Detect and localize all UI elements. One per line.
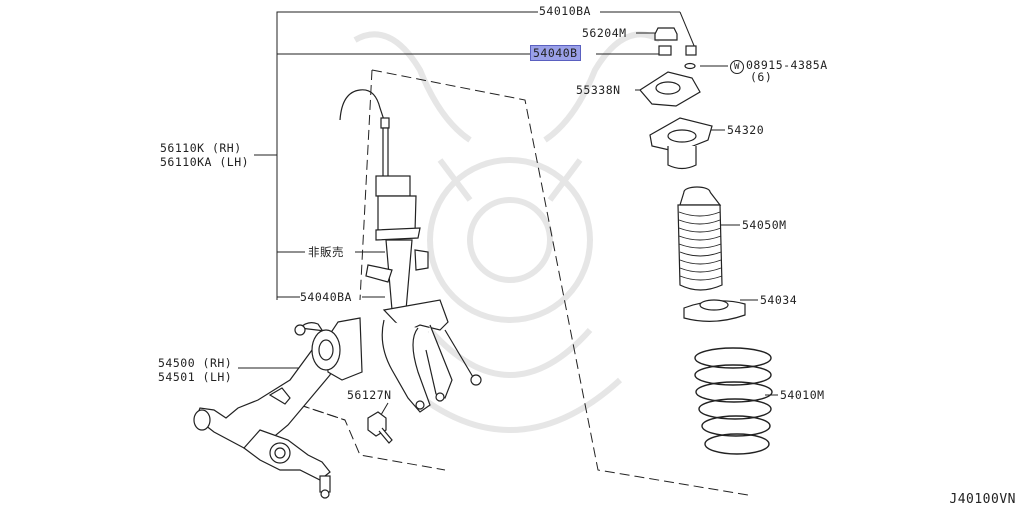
steering-knuckle: [381, 299, 482, 413]
washer-marker-icon: W: [730, 60, 744, 74]
label-spring-seat[interactable]: 54034: [760, 293, 798, 307]
label-strut-lh[interactable]: 56110KA (LH): [160, 155, 250, 169]
insulator-seat: [639, 71, 701, 107]
link-bolt: [367, 411, 393, 444]
label-strut-rh[interactable]: 56110K (RH): [160, 141, 242, 155]
label-strut-mount[interactable]: 54320: [727, 123, 765, 137]
label-insulator-seat[interactable]: 55338N: [576, 83, 621, 97]
bound-bumper: [677, 186, 723, 291]
top-hardware: [654, 27, 697, 70]
label-selected-part[interactable]: 54040B: [530, 45, 581, 61]
label-not-for-sale: 非販売: [308, 245, 344, 259]
strut-body: [339, 89, 429, 311]
label-knuckle[interactable]: 54040BA: [300, 290, 352, 304]
diagram-code: J40100VN: [949, 492, 1016, 507]
label-arm-lh[interactable]: 54501 (LH): [158, 370, 233, 384]
label-link-bolt[interactable]: 56127N: [347, 388, 392, 402]
label-coil-spring[interactable]: 54010M: [780, 388, 825, 402]
strut-mount: [649, 117, 713, 170]
label-top-nut[interactable]: 56204M: [582, 26, 627, 40]
selected-part-highlight[interactable]: 54040B: [530, 45, 581, 61]
leader-lines: [238, 11, 778, 421]
label-arm-rh[interactable]: 54500 (RH): [158, 356, 233, 370]
lower-control-arm: [193, 317, 363, 499]
label-bound-bumper[interactable]: 54050M: [742, 218, 787, 232]
washer-part-number[interactable]: 08915-4385A: [746, 58, 828, 72]
coil-spring: [694, 347, 773, 455]
spring-seat: [683, 299, 746, 322]
label-washer-qty: (6): [750, 70, 773, 84]
watermark-emblem: [353, 31, 662, 433]
label-strut-assembly[interactable]: 54010BA: [539, 4, 591, 18]
assembly-outline: [269, 69, 749, 496]
